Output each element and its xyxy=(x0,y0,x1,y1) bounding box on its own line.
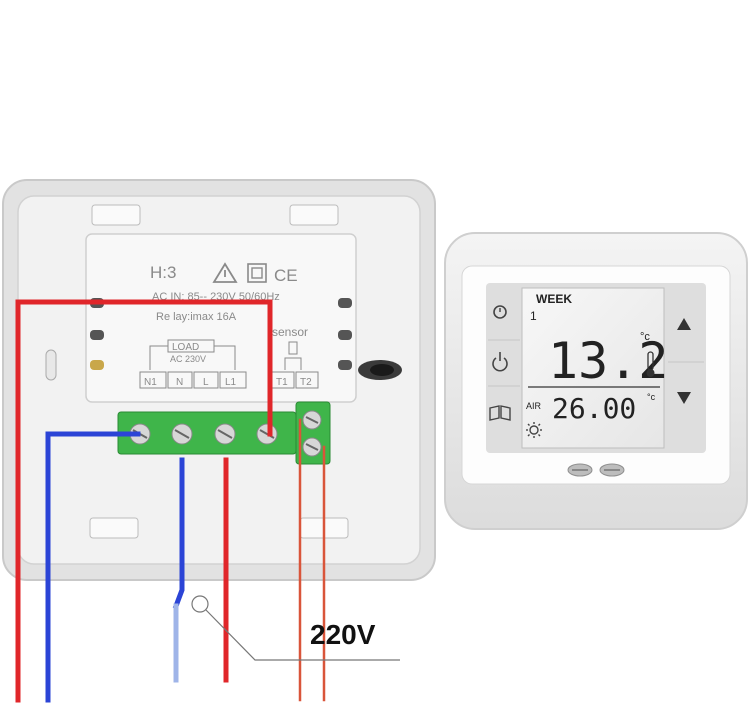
wires xyxy=(15,299,326,703)
warning-triangle-icon xyxy=(212,262,238,283)
front-vents xyxy=(567,463,625,477)
air-temperature-unit: °c xyxy=(647,392,656,402)
terminal-n1: N1 xyxy=(144,377,157,388)
sun-icon xyxy=(526,422,542,438)
terminal-l: L xyxy=(203,377,209,388)
live-wire-left xyxy=(15,299,273,703)
sun-button[interactable] xyxy=(526,422,542,438)
day-label: WEEK xyxy=(536,292,572,306)
terminal-l1: L1 xyxy=(225,377,237,388)
up-arrow-icon xyxy=(677,318,691,330)
thermometer-icon xyxy=(646,351,655,377)
down-button[interactable] xyxy=(677,392,691,404)
double-square-icon xyxy=(247,263,267,283)
load-title: LOAD xyxy=(172,342,199,353)
screw-5 xyxy=(302,410,322,430)
air-label: AIR xyxy=(526,401,542,411)
load-voltage: AC 230V xyxy=(170,354,206,364)
set-temperature: 13.2 xyxy=(548,332,668,390)
clock-button[interactable] xyxy=(493,305,507,319)
terminal-t1: T1 xyxy=(276,377,288,388)
neutral-wire-supply xyxy=(172,457,185,610)
book-button[interactable] xyxy=(489,405,511,421)
terminal-block-sensor xyxy=(295,401,331,465)
relay-module: H:3 CE AC IN: 85-- 230V 50/60Hz Re lay:i… xyxy=(85,233,357,403)
set-temperature-unit: °c xyxy=(640,331,650,343)
day-number: 1 xyxy=(530,309,537,323)
sensor-title: sensor xyxy=(272,325,308,339)
screw-6 xyxy=(302,437,322,457)
thermostat-front: WEEK 1 13.2 °c AIR 26.00 °c xyxy=(444,232,748,530)
terminal-n: N xyxy=(176,377,183,388)
power-icon xyxy=(492,357,508,372)
book-icon xyxy=(489,405,511,421)
air-temperature: 26.00 xyxy=(552,392,636,425)
sensor-symbol-icon xyxy=(284,341,302,370)
voltage-label: 220V xyxy=(310,619,376,650)
terminal-labels: N1 N L L1 T1 T2 xyxy=(139,371,319,389)
neutral-wire-left xyxy=(45,431,141,703)
relay-line: Re lay:imax 16A xyxy=(156,311,237,323)
clock-icon xyxy=(493,305,507,319)
ce-mark: CE xyxy=(274,266,298,285)
terminal-t2: T2 xyxy=(300,377,312,388)
screw-3 xyxy=(214,423,236,445)
up-button[interactable] xyxy=(677,318,691,330)
voltage-callout: 220V xyxy=(191,595,400,661)
power-button[interactable] xyxy=(492,352,508,372)
model-label: H:3 xyxy=(150,263,176,282)
screw-4 xyxy=(256,423,278,445)
down-arrow-icon xyxy=(677,392,691,404)
screw-2 xyxy=(171,423,193,445)
load-schematic: LOAD AC 230V xyxy=(149,339,236,370)
terminal-block-main xyxy=(117,411,297,455)
